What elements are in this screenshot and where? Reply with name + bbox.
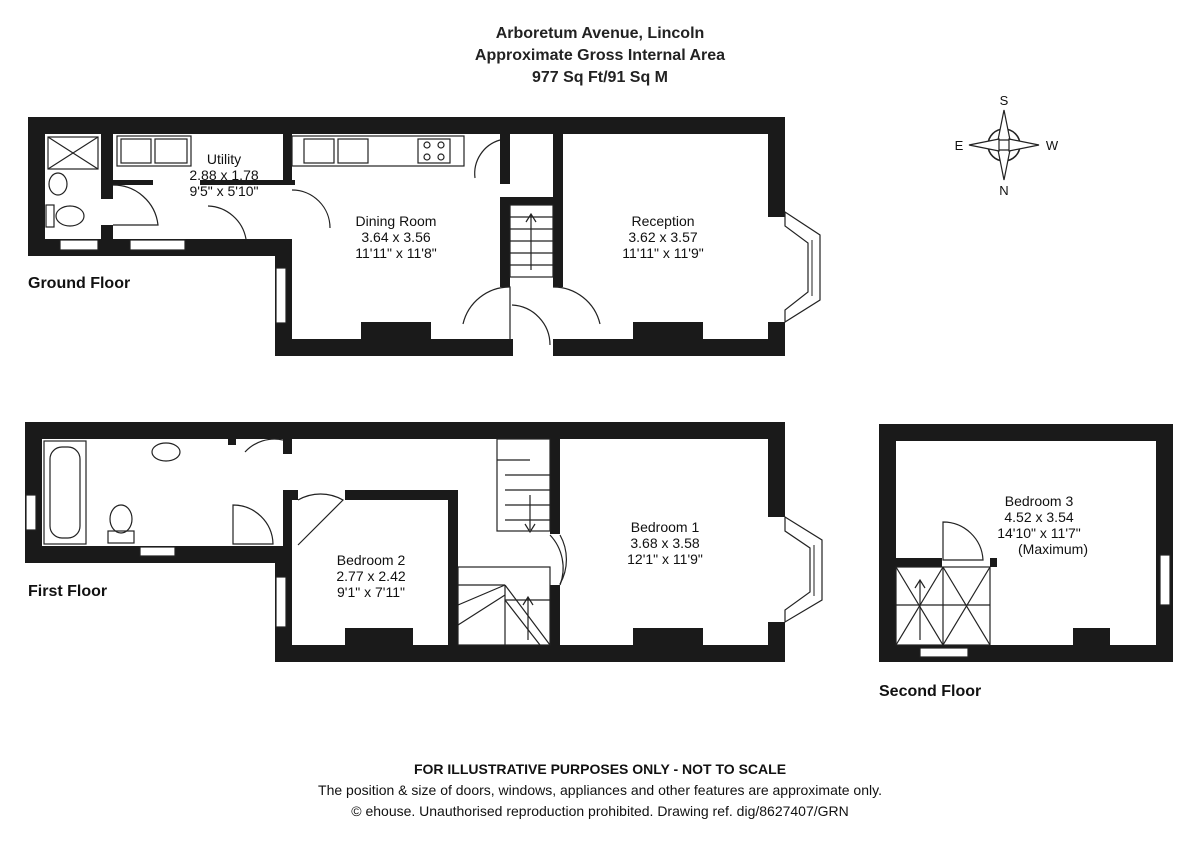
second-floor-plan: Bedroom 3 4.52 x 3.54 14'10" x 11'7" (Ma… bbox=[879, 424, 1173, 662]
dining-room-name: Dining Room bbox=[356, 213, 437, 229]
bedroom-3-name: Bedroom 3 bbox=[1005, 493, 1074, 509]
disclaimer-line-2: © ehouse. Unauthorised reproduction proh… bbox=[351, 803, 849, 819]
compass-east-label: E bbox=[955, 138, 964, 153]
bedroom-2-imperial: 9'1" x 7'11" bbox=[337, 584, 405, 600]
utility-name: Utility bbox=[207, 151, 241, 167]
bedroom-1-metric: 3.68 x 3.58 bbox=[630, 535, 699, 551]
ground-floor-plan: Utility 2.88 x 1.78 9'5" x 5'10" Dining … bbox=[28, 117, 821, 356]
bedroom-2-name: Bedroom 2 bbox=[337, 552, 406, 568]
bedroom-2-metric: 2.77 x 2.42 bbox=[336, 568, 405, 584]
area-label: Approximate Gross Internal Area bbox=[475, 47, 725, 64]
dining-room-metric: 3.64 x 3.56 bbox=[361, 229, 430, 245]
reception-imperial: 11'11" x 11'9" bbox=[622, 245, 703, 261]
area-value: 977 Sq Ft/91 Sq M bbox=[532, 69, 668, 86]
compass-south-label: S bbox=[1000, 93, 1009, 108]
compass-north-label: N bbox=[999, 183, 1008, 198]
dining-room-imperial: 11'11" x 11'8" bbox=[355, 245, 436, 261]
first-floor-label: First Floor bbox=[28, 583, 107, 600]
utility-imperial: 9'5" x 5'10" bbox=[190, 183, 259, 199]
bedroom-1-imperial: 12'1" x 11'9" bbox=[627, 551, 703, 567]
reception-metric: 3.62 x 3.57 bbox=[628, 229, 697, 245]
bedroom-3-metric: 4.52 x 3.54 bbox=[1004, 509, 1073, 525]
ground-floor-label: Ground Floor bbox=[28, 275, 130, 292]
compass-west-label: W bbox=[1046, 138, 1059, 153]
bedroom-3-note: (Maximum) bbox=[1018, 541, 1088, 557]
disclaimer-heading: FOR ILLUSTRATIVE PURPOSES ONLY - NOT TO … bbox=[414, 761, 786, 777]
first-floor-plan: Bedroom 2 2.77 x 2.42 9'1" x 7'11" Bedro… bbox=[25, 422, 823, 662]
bedroom-3-imperial: 14'10" x 11'7" bbox=[997, 525, 1081, 541]
second-floor-label: Second Floor bbox=[879, 683, 981, 700]
reception-name: Reception bbox=[631, 213, 694, 229]
address-title: Arboretum Avenue, Lincoln bbox=[496, 25, 705, 42]
compass-rose-icon: S N E W bbox=[955, 93, 1059, 198]
utility-metric: 2.88 x 1.78 bbox=[189, 167, 258, 183]
disclaimer-line-1: The position & size of doors, windows, a… bbox=[318, 782, 882, 798]
bedroom-1-name: Bedroom 1 bbox=[631, 519, 700, 535]
